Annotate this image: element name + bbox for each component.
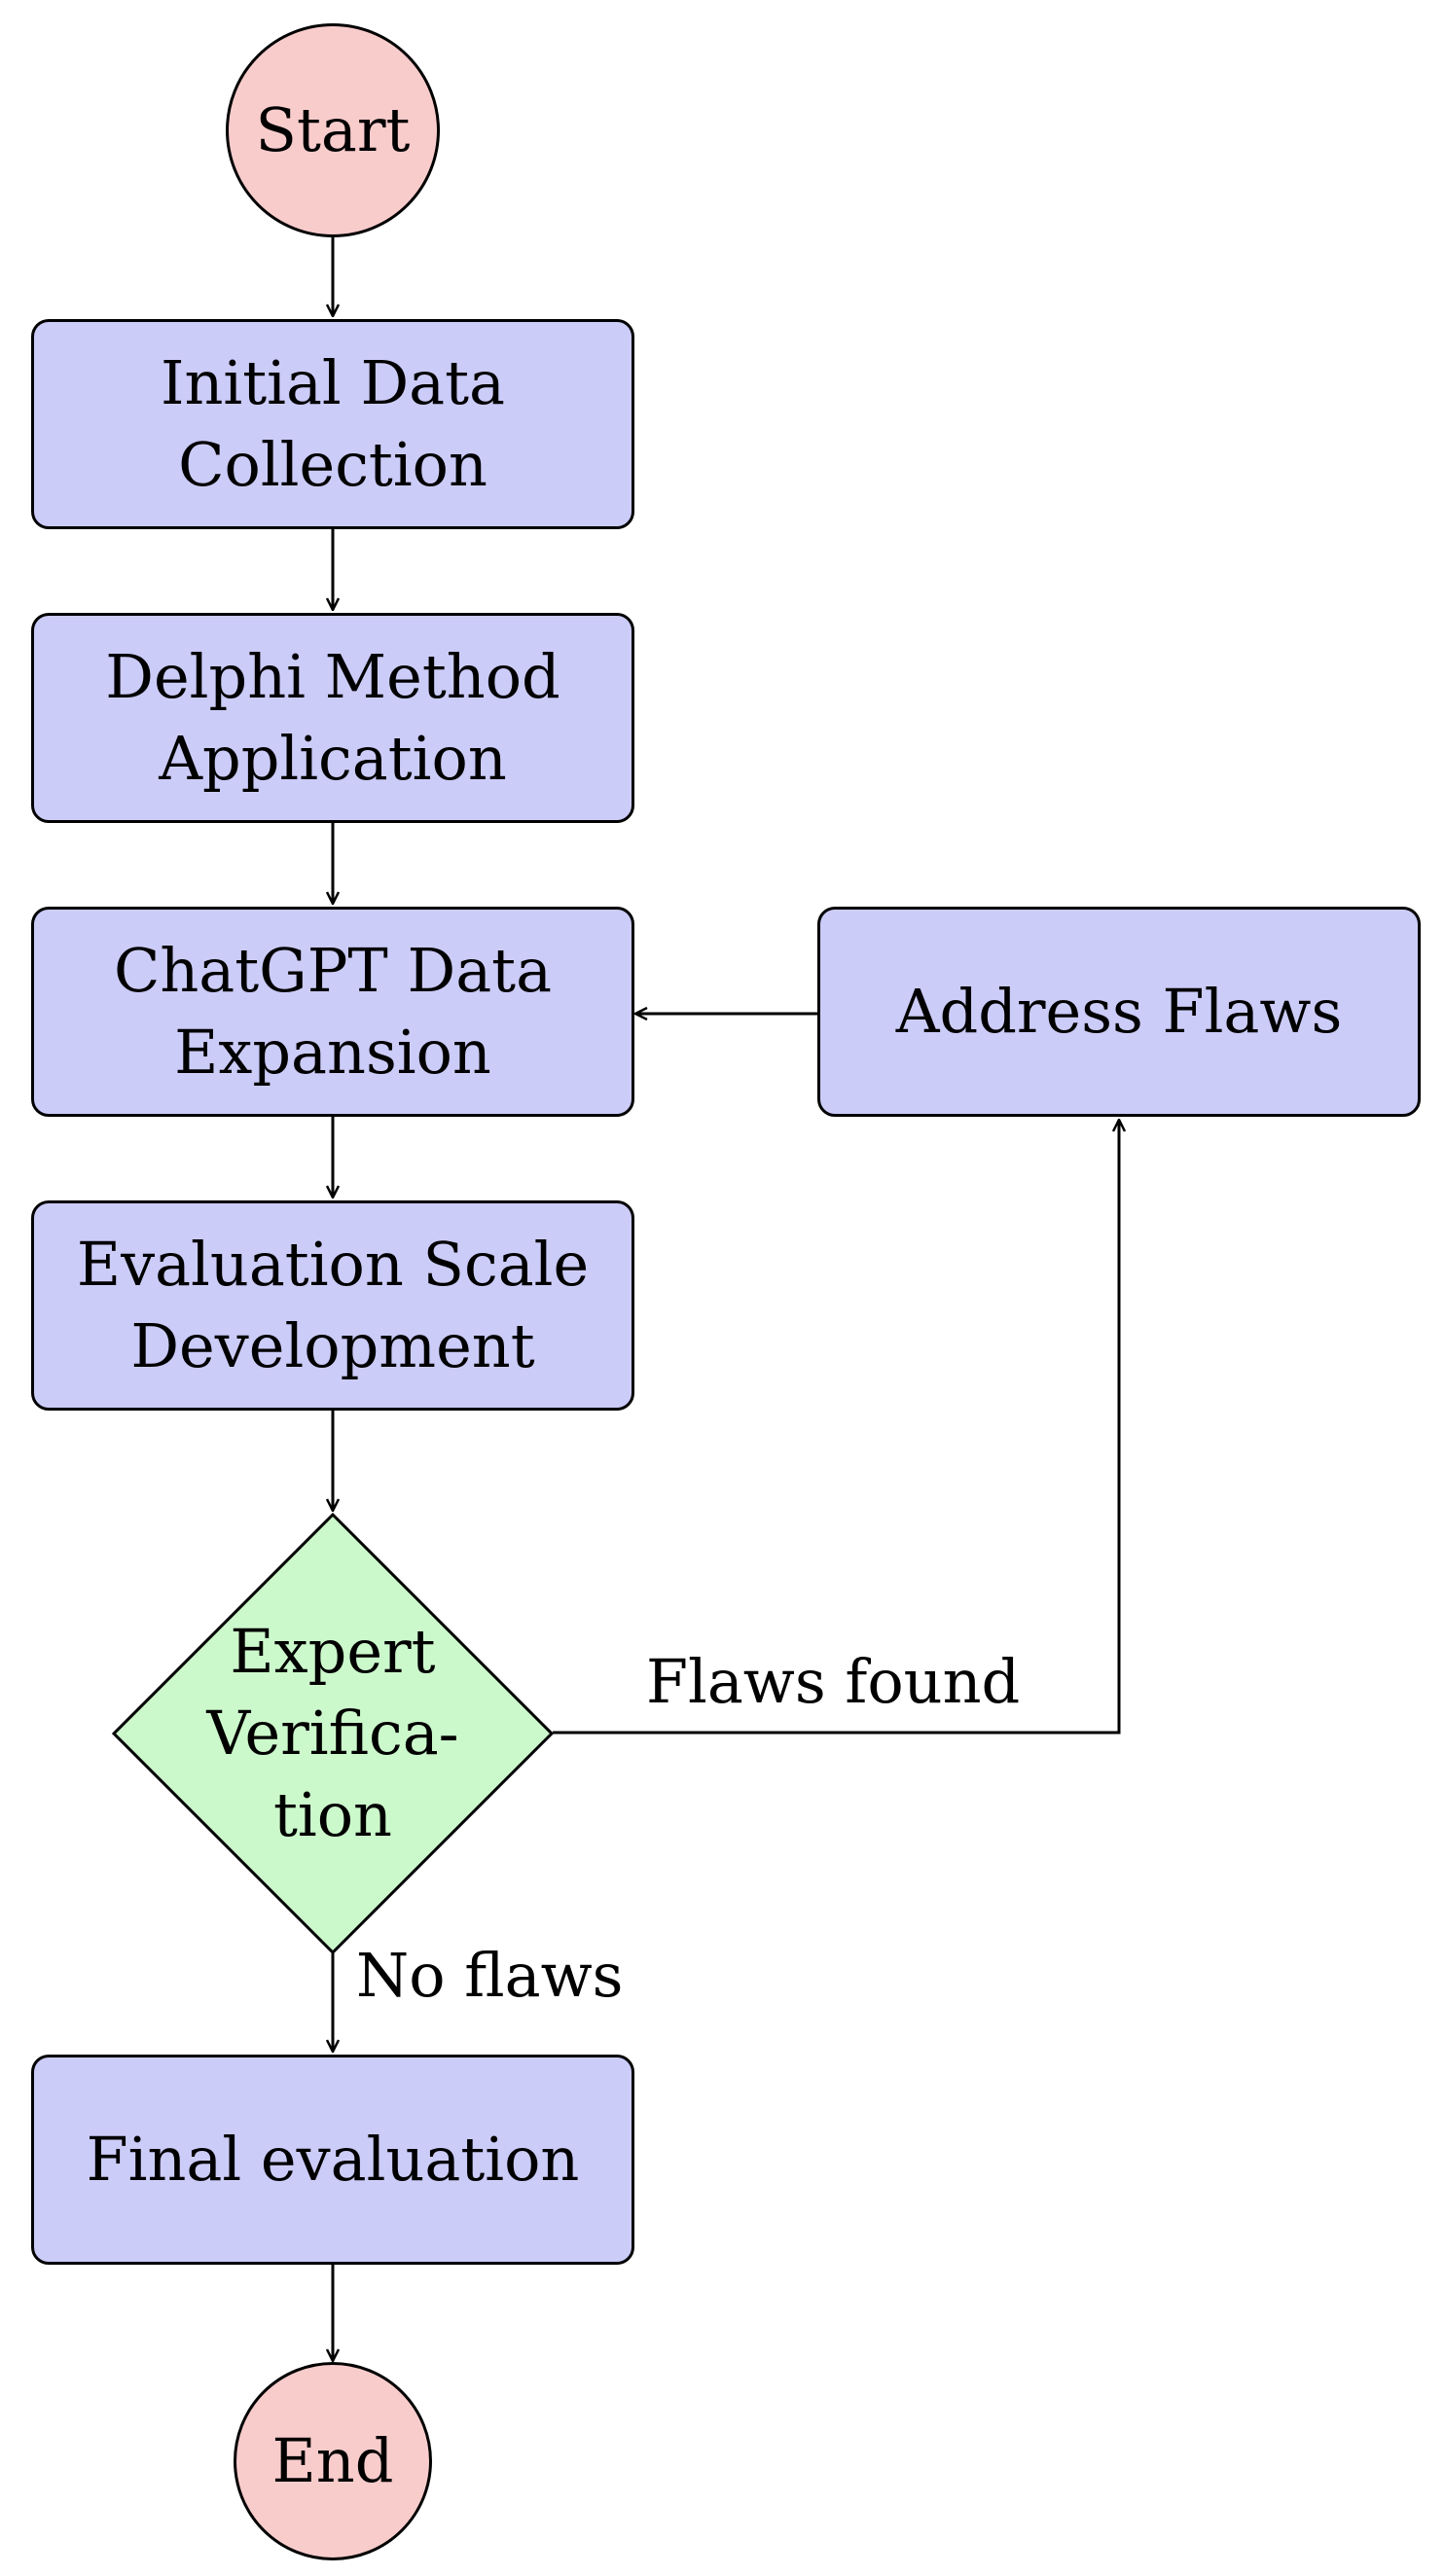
edge-label-flaws-found: Flaws found: [646, 1646, 1021, 1717]
end-node: End: [234, 2362, 432, 2560]
evaluation-scale-node: Evaluation Scale Development: [31, 1200, 634, 1411]
start-node: Start: [226, 23, 440, 237]
address-flaws-label: Address Flaws: [895, 976, 1343, 1047]
final-evaluation-node: Final evaluation: [31, 2055, 634, 2265]
decision-line3: tion: [272, 1779, 392, 1850]
chatgpt-line1: ChatGPT Data: [113, 935, 553, 1006]
final-evaluation-label: Final evaluation: [86, 2124, 580, 2195]
chatgpt-line2: Expansion: [174, 1017, 491, 1088]
delphi-line1: Delphi Method: [105, 641, 560, 712]
delphi-method-node: Delphi Method Application: [31, 613, 634, 823]
chatgpt-expansion-node: ChatGPT Data Expansion: [31, 907, 634, 1117]
end-label: End: [271, 2425, 394, 2496]
decision-diamond-shape: [111, 1512, 555, 1955]
start-label: Start: [255, 94, 411, 165]
initial-data-line1: Initial Data: [160, 347, 506, 418]
decision-text: Expert Verifica- tion: [111, 1512, 555, 1955]
scale-line2: Development: [130, 1310, 535, 1381]
scale-line1: Evaluation Scale: [76, 1229, 590, 1300]
initial-data-line2: Collection: [178, 429, 487, 500]
edge-label-no-flaws: No flaws: [356, 1940, 624, 2011]
initial-data-collection-node: Initial Data Collection: [31, 319, 634, 529]
decision-line1: Expert: [230, 1616, 436, 1687]
arrow-decision-to-address: [553, 1121, 1119, 1735]
decision-line2: Verifica-: [206, 1698, 459, 1769]
expert-verification-node: Expert Verifica- tion: [111, 1512, 555, 1955]
delphi-line2: Application: [159, 723, 507, 794]
address-flaws-node: Address Flaws: [817, 907, 1421, 1117]
